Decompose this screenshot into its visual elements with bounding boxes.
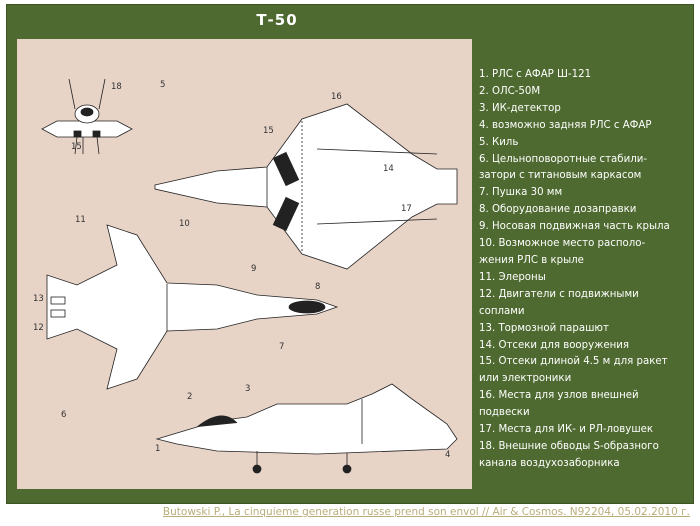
callout-14: 14 xyxy=(383,164,394,174)
legend-item: 5. Киль xyxy=(479,136,519,148)
legend-item: 13. Тормозной парашют xyxy=(479,322,609,334)
callout-6: 6 xyxy=(61,410,66,420)
legend-item: 9. Носовая подвижная часть крыла xyxy=(479,221,670,233)
legend-item: 15. Отсеки длиной 4.5 м для ракет xyxy=(479,356,668,368)
callout-9: 9 xyxy=(251,264,256,274)
front-view xyxy=(41,78,133,155)
aircraft-drawings: 1 2 3 4 5 6 7 8 9 10 11 12 13 14 15 16 1… xyxy=(33,78,458,474)
source-citation-link[interactable]: Butowski P., La cinquieme generation rus… xyxy=(162,506,690,518)
callout-3: 3 xyxy=(245,384,250,394)
legend-item: жения РЛС в крыле xyxy=(479,254,584,266)
diagram-frame: Т-50 xyxy=(6,4,694,504)
drawing-panel: 1 2 3 4 5 6 7 8 9 10 11 12 13 14 15 16 1… xyxy=(17,39,472,489)
legend-item: или электроники xyxy=(479,373,572,385)
callout-16: 16 xyxy=(331,92,342,102)
legend-item: 10. Возможное место располо- xyxy=(479,238,646,250)
callout-12: 12 xyxy=(33,323,44,333)
legend-item: подвески xyxy=(479,407,530,419)
diagram-title: Т-50 xyxy=(256,11,298,29)
top-view xyxy=(154,103,458,270)
callout-1: 1 xyxy=(155,444,160,454)
legend-item: 1. РЛС с АФАР Ш-121 xyxy=(479,69,592,80)
callout-18: 18 xyxy=(111,82,122,92)
callout-5: 5 xyxy=(160,80,165,90)
side-view xyxy=(155,383,458,474)
callout-13: 13 xyxy=(33,294,44,304)
underside-view xyxy=(46,224,339,390)
legend-item: 6. Цельноповоротные стабили- xyxy=(479,153,648,165)
callout-8: 8 xyxy=(315,282,320,292)
legend-item: 12. Двигатели с подвижными xyxy=(479,288,639,300)
legend-item: соплами xyxy=(479,305,525,317)
legend: 1. РЛС с АФАР Ш-121 2. ОЛС-50М 3. ИК-дет… xyxy=(479,67,691,473)
legend-item: 7. Пушка 30 мм xyxy=(479,187,563,199)
legend-item: 18. Внешние обводы S-образного xyxy=(479,440,659,452)
legend-item: 3. ИК-детектор xyxy=(479,102,561,114)
legend-item: 4. возможно задняя РЛС с АФАР xyxy=(479,119,652,131)
legend-item: 8. Оборудование дозаправки xyxy=(479,204,637,216)
callout-15: 15 xyxy=(263,126,274,136)
legend-item: 11. Элероны xyxy=(479,271,546,283)
callout-15-front: 15 xyxy=(71,142,82,152)
callout-11: 11 xyxy=(75,215,86,225)
legend-item: 2. ОЛС-50М xyxy=(479,85,541,97)
legend-item: канала воздухозаборника xyxy=(479,457,620,469)
callout-10: 10 xyxy=(179,219,190,229)
legend-item: затори с титановым каркасом xyxy=(479,170,642,182)
legend-item: 14. Отсеки для вооружения xyxy=(479,339,630,351)
legend-item: 17. Места для ИК- и РЛ-ловушек xyxy=(479,424,654,436)
callout-7: 7 xyxy=(279,342,284,352)
callout-labels: 1 2 3 4 5 6 7 8 9 10 11 12 13 14 15 16 1… xyxy=(33,80,450,460)
callout-4: 4 xyxy=(445,450,450,460)
callout-2: 2 xyxy=(187,392,192,402)
callout-17: 17 xyxy=(401,204,412,214)
legend-item: 16. Места для узлов внешней xyxy=(479,390,639,402)
